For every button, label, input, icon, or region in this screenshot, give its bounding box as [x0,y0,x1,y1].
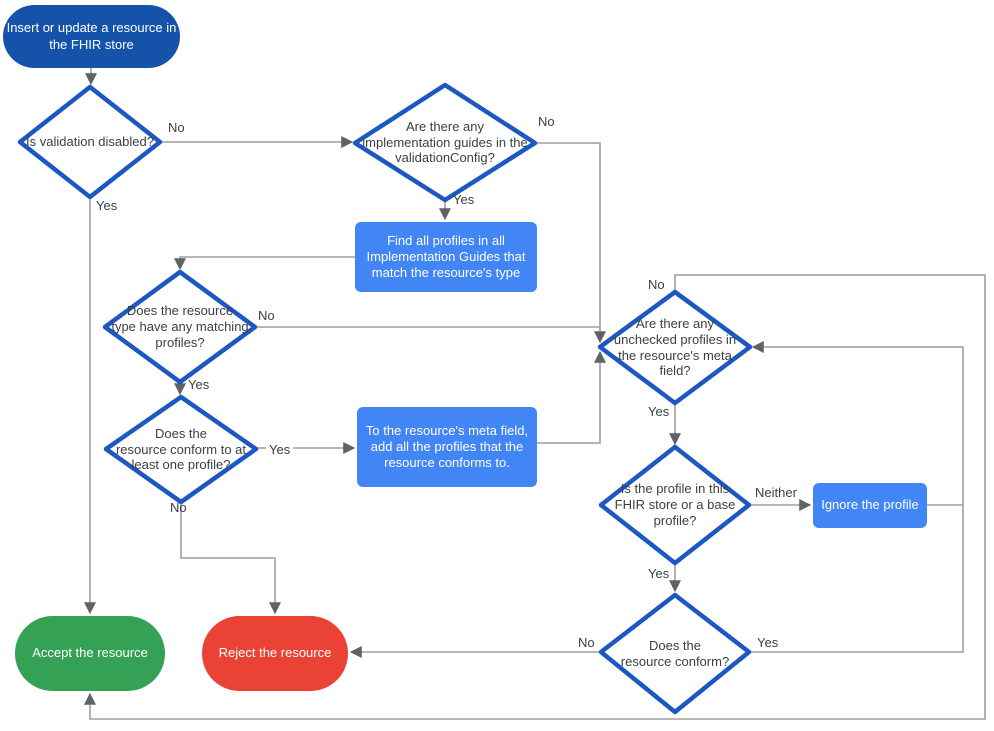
accept-node: Accept the resource [15,616,165,691]
edge-label-guides-yes: Yes [453,192,475,207]
decision-conform-one-shape [103,394,259,505]
edge-label-unchecked-yes: Yes [648,404,670,419]
reject-node: Reject the resource [202,616,348,691]
edge-label-guides-no: No [538,114,555,129]
decision-unchecked-label: Are there any unchecked profiles in the … [613,315,737,379]
edge-label-unchecked-no: No [648,277,665,292]
decision-guides-shape [352,82,538,203]
process-ignore-profile: Ignore the profile [813,483,927,528]
edge-label-conform-no: No [578,635,595,650]
edge-conform-one-no-to-reject [180,502,281,615]
decision-conform-shape [598,592,752,715]
edge-label-profile-neither: Neither [755,485,797,500]
process-add-meta: To the resource's meta field, add all th… [357,407,537,487]
edge-unchecked-no-to-accept [84,274,986,720]
edge-label-validation-no: No [168,120,185,135]
decision-conform-one-label: Does the resource conform to at least on… [115,425,247,473]
decision-matching-label: Does the resource type have any matching… [111,303,249,350]
edge-label-conform-one-no: No [170,500,187,515]
edge-label-conform-yes: Yes [757,635,779,650]
decision-profile-store-shape [598,444,752,566]
edge-label-matching-no: No [258,308,275,323]
decision-validation-label: Is validation disabled? [26,134,154,150]
edge-label-conform-one-yes: Yes [266,442,294,457]
edge-guides-no-to-unchecked [535,142,606,344]
decision-matching-shape [102,269,258,385]
decision-unchecked-shape [597,289,753,406]
edge-label-matching-yes: Yes [188,377,210,392]
edge-add-meta-to-unchecked [537,350,606,444]
decision-conform-label: Does the resource conform? [620,637,730,669]
edge-conform-yes-to-unchecked [749,341,964,653]
decision-guides-label: Are there any implementation guides in t… [362,118,528,166]
edge-label-validation-yes: Yes [96,198,118,213]
start-node: Insert or update a resource in the FHIR … [3,5,180,68]
edge-label-profile-yes: Yes [648,566,670,581]
decision-profile-store-label: Is the profile in this FHIR store or a b… [614,481,736,528]
process-find-profiles: Find all profiles in all Implementation … [355,222,537,292]
edge-find-to-matching [174,256,355,271]
decision-validation-shape [17,84,163,200]
